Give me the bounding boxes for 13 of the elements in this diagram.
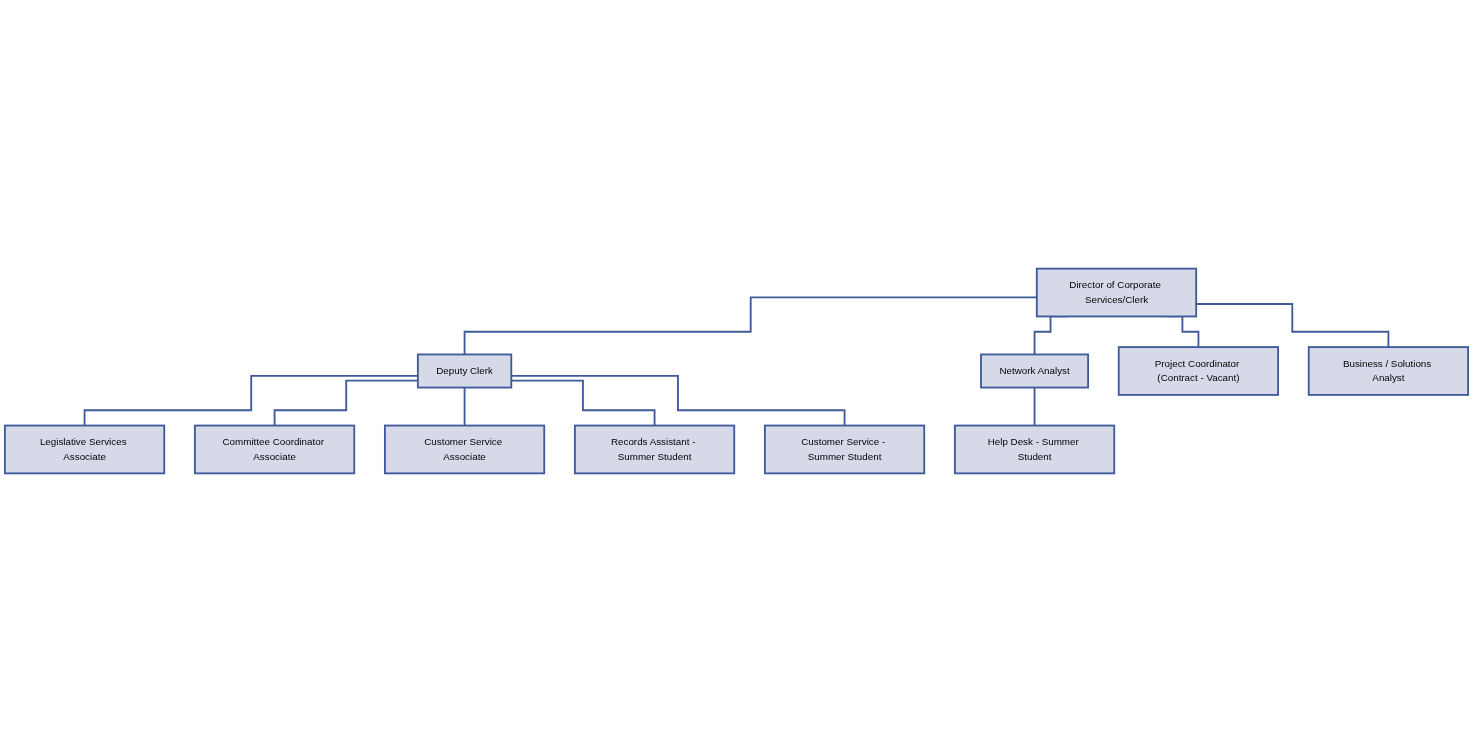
node-box: Director of Corporate Services/Clerk xyxy=(1035,267,1198,318)
node-box: Project Coordinator (Contract - Vacant) xyxy=(1117,346,1279,396)
node-box: Deputy Clerk xyxy=(416,353,513,389)
node-box: Legislative Services Associate xyxy=(4,424,166,475)
connector xyxy=(463,386,466,427)
connector xyxy=(1033,386,1036,427)
node-box: Committee Coordinator Associate xyxy=(194,424,356,475)
node-box: Customer Service Associate xyxy=(383,424,546,475)
node-box: Business / Solutions Analyst xyxy=(1307,346,1469,396)
node-box: Help Desk - Summer Student xyxy=(953,424,1116,475)
node-box: Network Analyst xyxy=(980,353,1089,389)
node-box: Customer Service - Summer Student xyxy=(763,424,926,475)
node-box: Records Assistant - Summer Student xyxy=(573,424,736,475)
